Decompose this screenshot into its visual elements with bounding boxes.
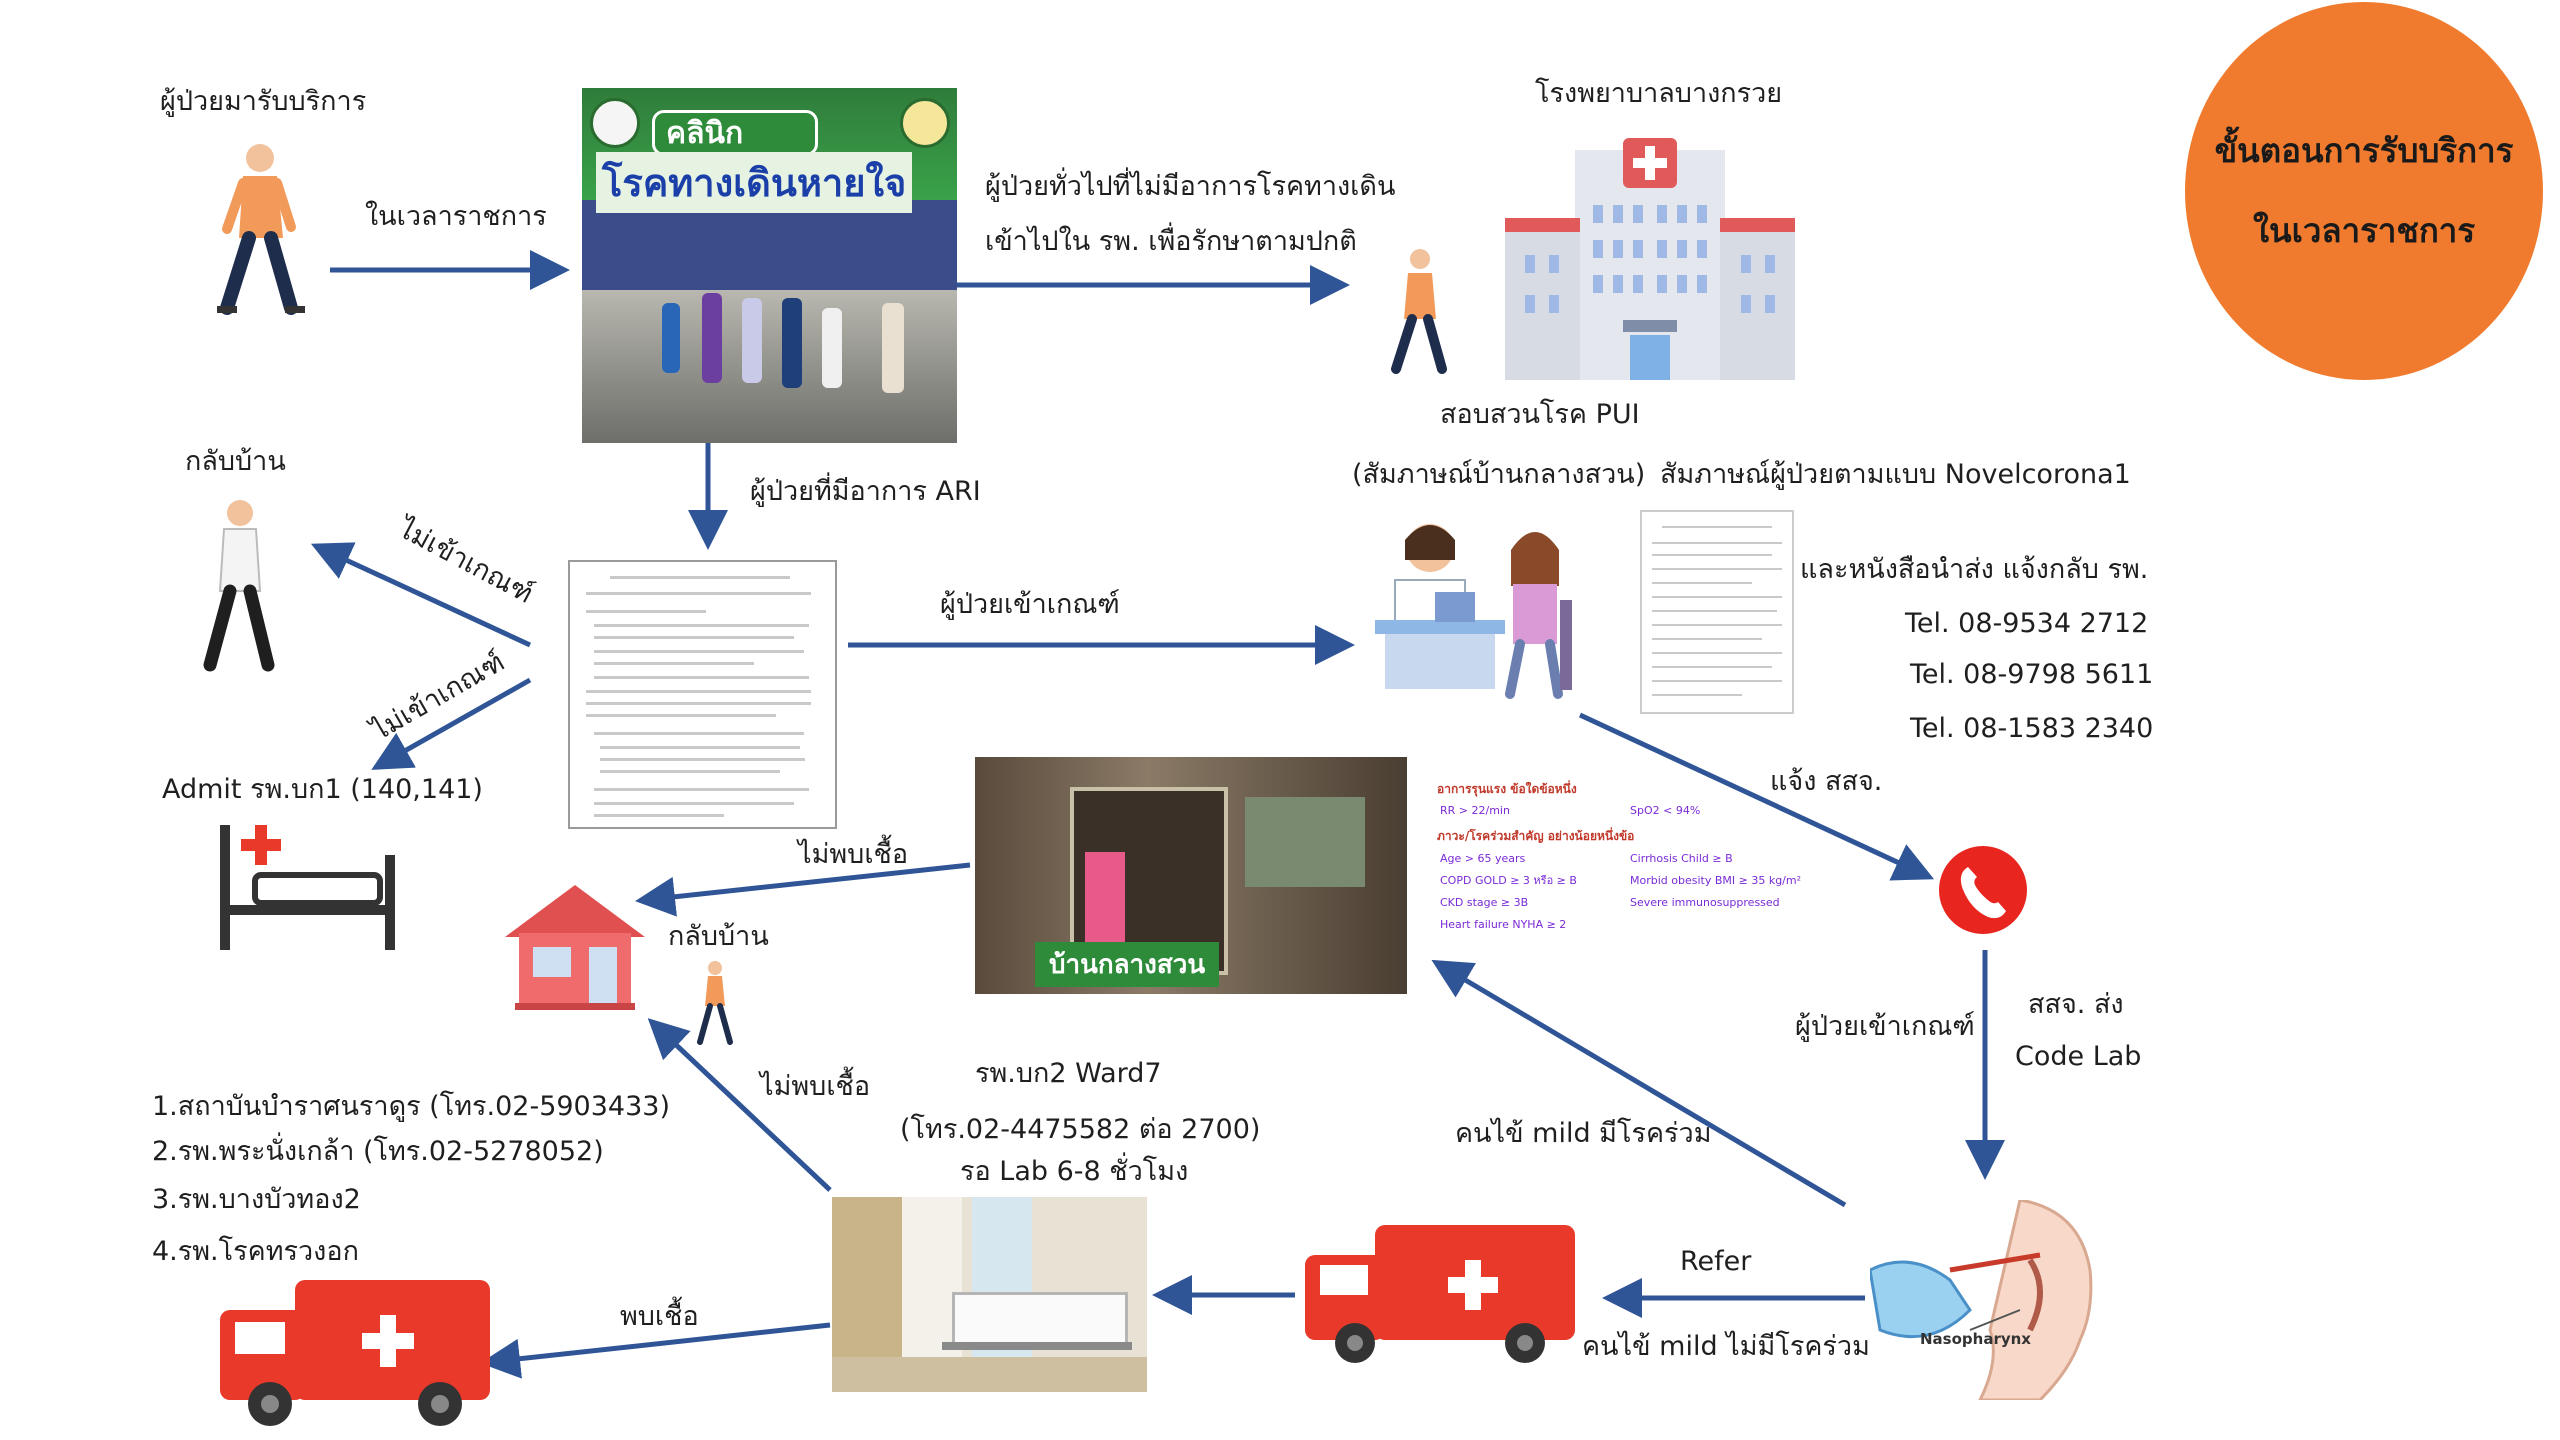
nasal-swab-icon — [1870, 1200, 2093, 1400]
general-patients-line2: เข้าไปใน รพ. เพื่อรักษาตามปกติ — [985, 226, 1357, 257]
hospital-name-label: โรงพยาบาลบางกรวย — [1535, 78, 1783, 109]
severity-title: อาการรุนแรง ข้อใดข้อหนึ่ง — [1437, 782, 1577, 796]
house-icon — [505, 885, 645, 1010]
office-hours-label: ในเวลาราชการ — [365, 201, 547, 232]
general-patients-line1: ผู้ป่วยทั่วไปที่ไม่มีอาการโรคทางเดิน — [985, 171, 1396, 202]
admit-label: Admit รพ.บก1 (140,141) — [162, 774, 483, 805]
criterion-left-2: COPD GOLD ≥ 3 หรือ ≥ B — [1440, 874, 1577, 887]
doctor-interview-icon — [1375, 524, 1572, 699]
title-line-1: ขั้นตอนการรับบริการ — [2214, 131, 2514, 170]
clinic-banner-line2: โรคทางเดินหายใจ — [596, 152, 913, 213]
baan-klang-suan-sign: บ้านกลางสวน — [1035, 942, 1220, 987]
arrow-swab-to-baan — [1431, 959, 1847, 1208]
baan-klang-suan-photo: บ้านกลางสวน — [975, 757, 1407, 994]
novelcorona-form-document — [1640, 510, 1794, 714]
pui-label-1: สอบสวนโรค PUI — [1440, 399, 1640, 430]
code-lab-label: Code Lab — [2015, 1041, 2142, 1072]
ssj-send-label: สสจ. ส่ง — [2028, 989, 2124, 1020]
arrow-ward-to-home — [647, 1018, 832, 1192]
ward-label-2: (โทร.02-4475582 ต่อ 2700) — [900, 1114, 1261, 1145]
clinic-banner-line1: คลินิก — [666, 116, 744, 151]
ambulance-icon — [1305, 1225, 1575, 1363]
phone-icon — [1939, 846, 2027, 934]
tel-3: Tel. 08-1583 2340 — [1910, 713, 2154, 744]
mild-no-comorbid-label: คนไข้ mild ไม่มีโรคร่วม — [1582, 1331, 1870, 1362]
hospital-list-item-1: 1.สถาบันบำราศนราดูร (โทร.02-5903433) — [152, 1091, 670, 1122]
walking-person-icon — [217, 144, 305, 315]
clinic-logo-right — [900, 98, 950, 148]
go-home-top-label: กลับบ้าน — [185, 446, 286, 477]
title-circle: ขั้นตอนการรับบริการ ในเวลาราชการ — [2185, 2, 2543, 380]
arrow-form-to-admit — [371, 677, 532, 770]
infected-label: พบเชื้อ — [620, 1301, 699, 1332]
hospital-list-item-3: 3.รพ.บางบัวทอง2 — [152, 1184, 361, 1215]
not-infected-label-1: ไม่พบเชื้อ — [798, 839, 909, 870]
clinic-logo-left — [590, 98, 640, 148]
walking-person-icon — [203, 500, 275, 672]
criterion-right-2: Morbid obesity BMI ≥ 35 kg/m² — [1630, 874, 1802, 887]
criterion-spo2: SpO2 < 94% — [1630, 804, 1701, 817]
mild-with-comorbid-label: คนไข้ mild มีโรคร่วม — [1455, 1118, 1712, 1149]
ambulance-icon — [220, 1280, 490, 1426]
interview-form-label: สัมภาษณ์ผู้ป่วยตามแบบ Novelcorona1 — [1660, 459, 2131, 490]
nasopharynx-label: Nasopharynx — [1920, 1330, 2031, 1348]
tel-2: Tel. 08-9798 5611 — [1910, 659, 2154, 690]
arrow-ward-to-ambulance — [480, 1322, 831, 1379]
criterion-left-4: Heart failure NYHA ≥ 2 — [1440, 918, 1567, 931]
screening-form-document — [568, 560, 837, 829]
arrow-photo-to-house — [635, 862, 971, 917]
notify-ssj-label: แจ้ง สสจ. — [1770, 766, 1883, 797]
hospital-icon — [1505, 138, 1795, 380]
arrow-form-to-home — [310, 542, 532, 648]
comorbid-title: ภาวะ/โรคร่วมสำคัญ อย่างน้อยหนึ่งข้อ — [1437, 829, 1635, 843]
criterion-left-3: CKD stage ≥ 3B — [1440, 896, 1529, 909]
tel-1: Tel. 08-9534 2712 — [1905, 608, 2149, 639]
refer-label: Refer — [1680, 1246, 1752, 1277]
criteria-card: อาการรุนแรง ข้อใดข้อหนึ่ง RR > 22/min Sp… — [1432, 770, 1832, 945]
hospital-bed-icon — [220, 825, 395, 950]
hospital-list-item-2: 2.รพ.พระนั่งเกล้า (โทร.02-5278052) — [152, 1136, 604, 1167]
ward-label-3: รอ Lab 6-8 ชั่วโมง — [960, 1156, 1189, 1187]
hospital-list-item-4: 4.รพ.โรคทรวงอก — [152, 1236, 359, 1267]
meets-criteria-label: ผู้ป่วยเข้าเกณฑ์ — [940, 589, 1120, 620]
ward-label-1: รพ.บก2 Ward7 — [975, 1058, 1162, 1089]
criterion-rr: RR > 22/min — [1440, 804, 1510, 817]
go-home-mid-label: กลับบ้าน — [668, 921, 769, 952]
criterion-right-3: Severe immunosuppressed — [1630, 896, 1780, 909]
not-infected-label-2: ไม่พบเชื้อ — [760, 1071, 871, 1102]
patient-arrives-label: ผู้ป่วยมารับบริการ — [160, 86, 367, 117]
walking-person-icon — [1391, 249, 1447, 374]
criterion-right-1: Cirrhosis Child ≥ B — [1630, 852, 1733, 865]
referral-letter-label: และหนังสือนำส่ง แจ้งกลับ รพ. — [1800, 554, 2149, 585]
pui-label-2: (สัมภาษณ์บ้านกลางสวน) — [1352, 459, 1646, 490]
title-line-2: ในเวลาราชการ — [2252, 211, 2476, 250]
meets-criteria-label-2: ผู้ป่วยเข้าเกณฑ์ — [1795, 1011, 1975, 1042]
clinic-photo: คลินิก โรคทางเดินหายใจ — [582, 88, 957, 443]
criterion-left-1: Age > 65 years — [1440, 852, 1526, 865]
arrow-interview-to-phone — [1578, 712, 1935, 881]
ari-patients-label: ผู้ป่วยที่มีอาการ ARI — [750, 476, 981, 507]
ward-photo — [832, 1197, 1147, 1392]
walking-person-icon — [697, 961, 733, 1045]
